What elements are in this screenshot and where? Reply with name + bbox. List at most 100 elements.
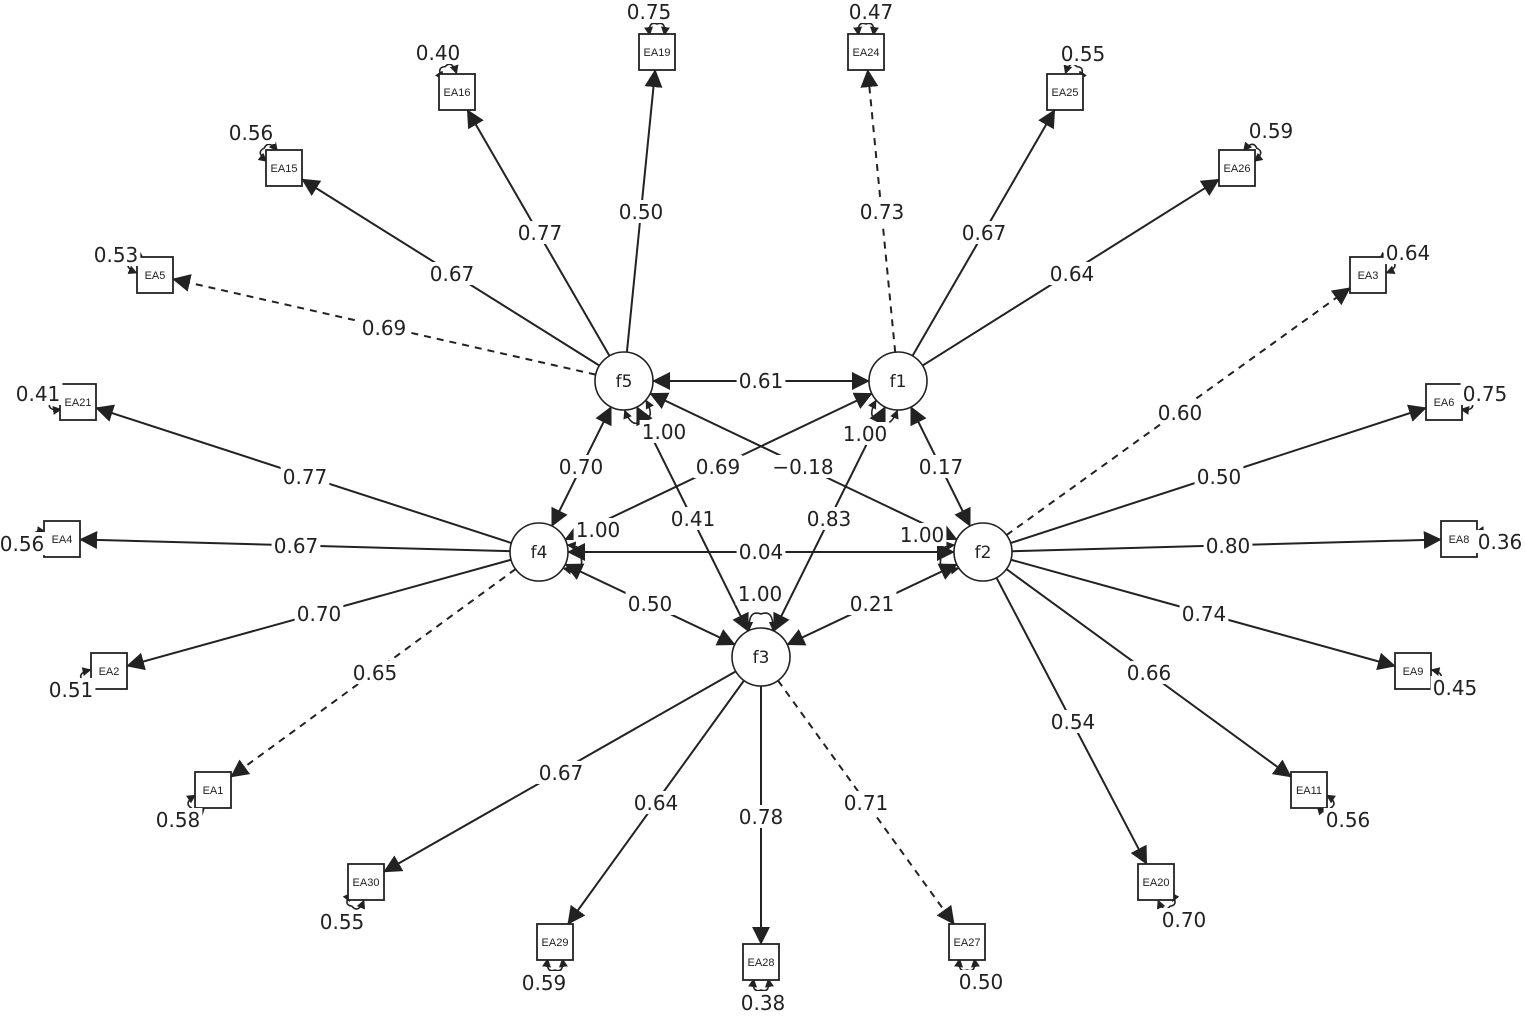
manifest-label-EA24: EA24 bbox=[853, 47, 880, 59]
loading-path-f1-EA24 bbox=[860, 69, 897, 353]
loading-label-f2-EA3: 0.60 bbox=[1158, 401, 1203, 425]
loading-label-f2-EA11-bg bbox=[1124, 661, 1174, 684]
loading-label-f2-EA8-bg bbox=[1203, 534, 1253, 557]
latent-node-f5 bbox=[594, 351, 654, 411]
loading-label-f5-EA5-bg bbox=[359, 316, 409, 339]
loading-label-f2-EA9-bg bbox=[1179, 602, 1229, 625]
manifest-label-EA8: EA8 bbox=[1449, 534, 1470, 546]
loading-label-f4-EA2-bg bbox=[294, 602, 344, 625]
loading-label-f4-EA21-bg bbox=[280, 465, 330, 488]
residual-label-EA28-bg bbox=[738, 991, 788, 1014]
manifest-label-EA20: EA20 bbox=[1143, 877, 1170, 889]
covariance-label-f1-f3-bg bbox=[804, 507, 854, 530]
variance-loop-f1 bbox=[868, 399, 899, 425]
residual-label-EA8-bg bbox=[1475, 530, 1525, 553]
loading-label-f4-EA21: 0.77 bbox=[283, 465, 328, 489]
loading-label-f4-EA4: 0.67 bbox=[274, 534, 319, 558]
manifest-label-EA15: EA15 bbox=[271, 163, 298, 175]
residual-label-EA11-bg bbox=[1323, 808, 1373, 831]
loading-label-f2-EA6-bg bbox=[1194, 465, 1244, 488]
latent-label-f3: f3 bbox=[753, 648, 770, 668]
manifest-label-EA6: EA6 bbox=[1434, 397, 1455, 409]
manifest-label-EA3: EA3 bbox=[1358, 270, 1379, 282]
manifest-node-EA9 bbox=[1394, 652, 1432, 690]
loading-label-f5-EA15: 0.67 bbox=[430, 262, 475, 286]
manifest-label-EA25: EA25 bbox=[1052, 87, 1079, 99]
residual-label-EA16: 0.40 bbox=[416, 41, 461, 65]
covariance-label-f2-f3: 0.21 bbox=[850, 592, 895, 616]
manifest-node-EA25 bbox=[1046, 73, 1084, 111]
loading-label-f3-EA29-bg bbox=[631, 791, 681, 814]
residual-loop-EA11 bbox=[1316, 794, 1336, 816]
residual-label-EA2: 0.51 bbox=[49, 678, 94, 702]
residual-label-EA15: 0.56 bbox=[229, 121, 274, 145]
variance-label-f3: 1.00 bbox=[738, 582, 783, 606]
residual-label-EA4-bg bbox=[0, 532, 47, 555]
loading-label-f3-EA29: 0.64 bbox=[634, 791, 679, 815]
loading-label-f1-EA25-bg bbox=[959, 221, 1009, 244]
residual-label-EA19: 0.75 bbox=[627, 0, 672, 24]
variance-loop-f3 bbox=[744, 612, 778, 631]
manifest-node-EA16 bbox=[438, 73, 476, 111]
loading-label-f3-EA30: 0.67 bbox=[539, 761, 584, 785]
loading-label-f2-EA6: 0.50 bbox=[1197, 465, 1242, 489]
covariance-label-f4-f2-bg bbox=[736, 540, 786, 563]
variance-label-f1: 1.00 bbox=[843, 422, 888, 446]
residual-label-EA11: 0.56 bbox=[1326, 808, 1371, 832]
covariance-label-f5-f1: 0.61 bbox=[739, 369, 784, 393]
variance-loop-f5 bbox=[623, 399, 654, 425]
residual-label-EA3: 0.64 bbox=[1386, 241, 1431, 265]
residual-loop-EA26 bbox=[1242, 141, 1264, 163]
covariance-label-f5-f3: 0.41 bbox=[671, 507, 716, 531]
loading-label-f3-EA28-bg bbox=[736, 805, 786, 828]
variance-label-f2: 1.00 bbox=[900, 523, 945, 547]
manifest-node-EA19 bbox=[638, 33, 676, 71]
residual-loop-EA19 bbox=[644, 22, 670, 37]
variance-label-f3-bg bbox=[735, 582, 785, 605]
variance-label-f5: 1.00 bbox=[642, 420, 687, 444]
residual-label-EA29: 0.59 bbox=[522, 971, 567, 995]
residual-label-EA3-bg bbox=[1383, 241, 1433, 264]
covariance-label-f5-f3-bg bbox=[668, 507, 718, 530]
manifest-label-EA9: EA9 bbox=[1403, 666, 1424, 678]
manifest-label-EA11: EA11 bbox=[1296, 785, 1322, 797]
covariance-label-f4-f3-bg bbox=[625, 592, 675, 615]
loading-label-f5-EA5: 0.69 bbox=[362, 316, 407, 340]
loading-path-f4-EA1 bbox=[230, 568, 517, 778]
variance-label-f1-bg bbox=[840, 422, 890, 445]
loading-label-f4-EA2: 0.70 bbox=[297, 602, 342, 626]
variance-loop-f4 bbox=[562, 541, 584, 575]
residual-loop-EA28 bbox=[748, 977, 774, 992]
variance-label-f4: 1.00 bbox=[576, 518, 621, 542]
residual-label-EA26: 0.59 bbox=[1249, 119, 1294, 143]
loading-label-f3-EA28: 0.78 bbox=[739, 805, 784, 829]
manifest-label-EA19: EA19 bbox=[644, 47, 671, 59]
manifest-node-EA30 bbox=[347, 863, 385, 901]
loading-label-f4-EA1: 0.65 bbox=[353, 661, 398, 685]
residual-label-EA26-bg bbox=[1246, 119, 1296, 142]
residual-label-EA21-bg bbox=[13, 382, 63, 405]
latent-label-f5: f5 bbox=[616, 372, 633, 392]
residual-label-EA24-bg bbox=[846, 0, 896, 23]
residual-label-EA4: 0.56 bbox=[0, 532, 44, 556]
manifest-label-EA16: EA16 bbox=[444, 87, 471, 99]
manifest-node-EA11 bbox=[1290, 771, 1328, 809]
loading-label-f3-EA27-bg bbox=[841, 791, 891, 814]
covariance-label-f1-f4-bg bbox=[693, 455, 743, 478]
manifest-node-EA27 bbox=[948, 923, 986, 961]
manifest-label-EA28: EA28 bbox=[748, 957, 775, 969]
loading-label-f3-EA30-bg bbox=[536, 761, 586, 784]
loading-label-f1-EA24: 0.73 bbox=[860, 200, 905, 224]
latent-label-f4: f4 bbox=[531, 543, 548, 563]
loading-label-f4-EA1-bg bbox=[350, 661, 400, 684]
latent-node-f4 bbox=[509, 522, 569, 582]
residual-label-EA19-bg bbox=[624, 0, 674, 23]
loading-label-f5-EA16: 0.77 bbox=[518, 221, 563, 245]
residual-label-EA25: 0.55 bbox=[1061, 42, 1106, 66]
covariance-label-f5-f2: −0.18 bbox=[772, 455, 833, 479]
manifest-node-EA2 bbox=[90, 652, 128, 690]
manifest-node-EA1 bbox=[194, 771, 232, 809]
